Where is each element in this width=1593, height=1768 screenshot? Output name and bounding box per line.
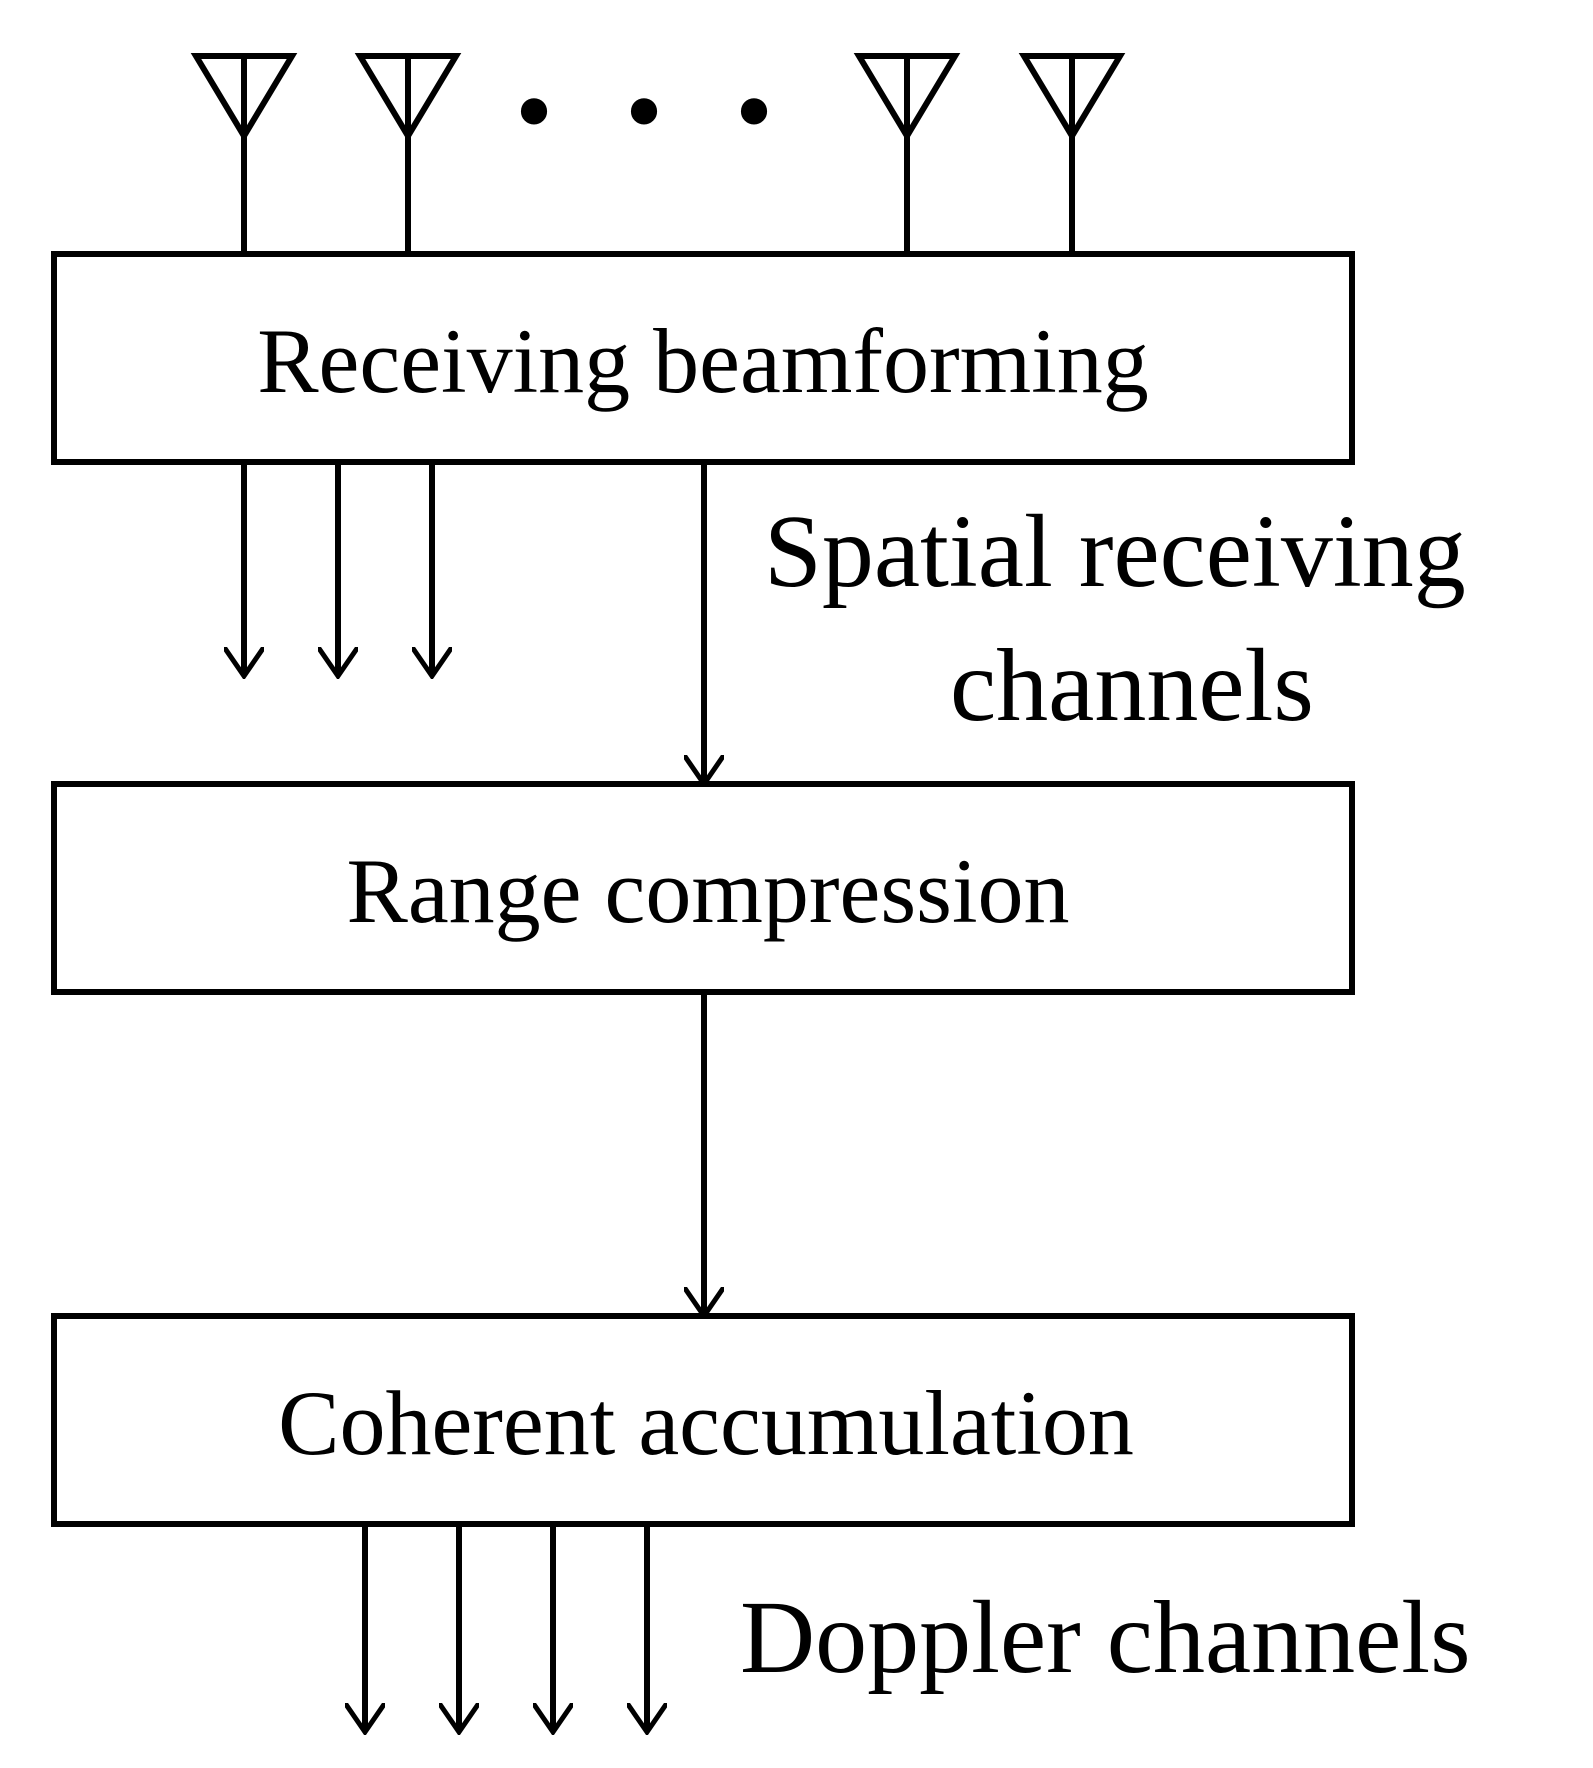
spatial-channel-arrows	[244, 462, 432, 676]
block-receiving-beamforming: Receiving beamforming	[51, 251, 1355, 465]
block-range-compression: Range compression	[51, 781, 1355, 995]
block-label: Coherent accumulation	[278, 1372, 1134, 1474]
doppler-channels-label: Doppler channels	[740, 1580, 1471, 1695]
doppler-channel-arrows	[365, 1524, 647, 1732]
antenna-ellipsis: • • •	[515, 50, 796, 172]
antenna-array	[190, 53, 1126, 254]
antenna-icon	[190, 53, 298, 254]
block-coherent-accumulation: Coherent accumulation	[51, 1313, 1355, 1527]
spatial-channels-label-line2: channels	[950, 628, 1314, 743]
antenna-icon	[1018, 53, 1126, 254]
antenna-icon	[853, 53, 961, 254]
antenna-icon	[354, 53, 462, 254]
block-label: Receiving beamforming	[257, 310, 1149, 412]
block-label: Range compression	[346, 840, 1069, 942]
spatial-channels-label-line1: Spatial receiving	[764, 494, 1466, 609]
